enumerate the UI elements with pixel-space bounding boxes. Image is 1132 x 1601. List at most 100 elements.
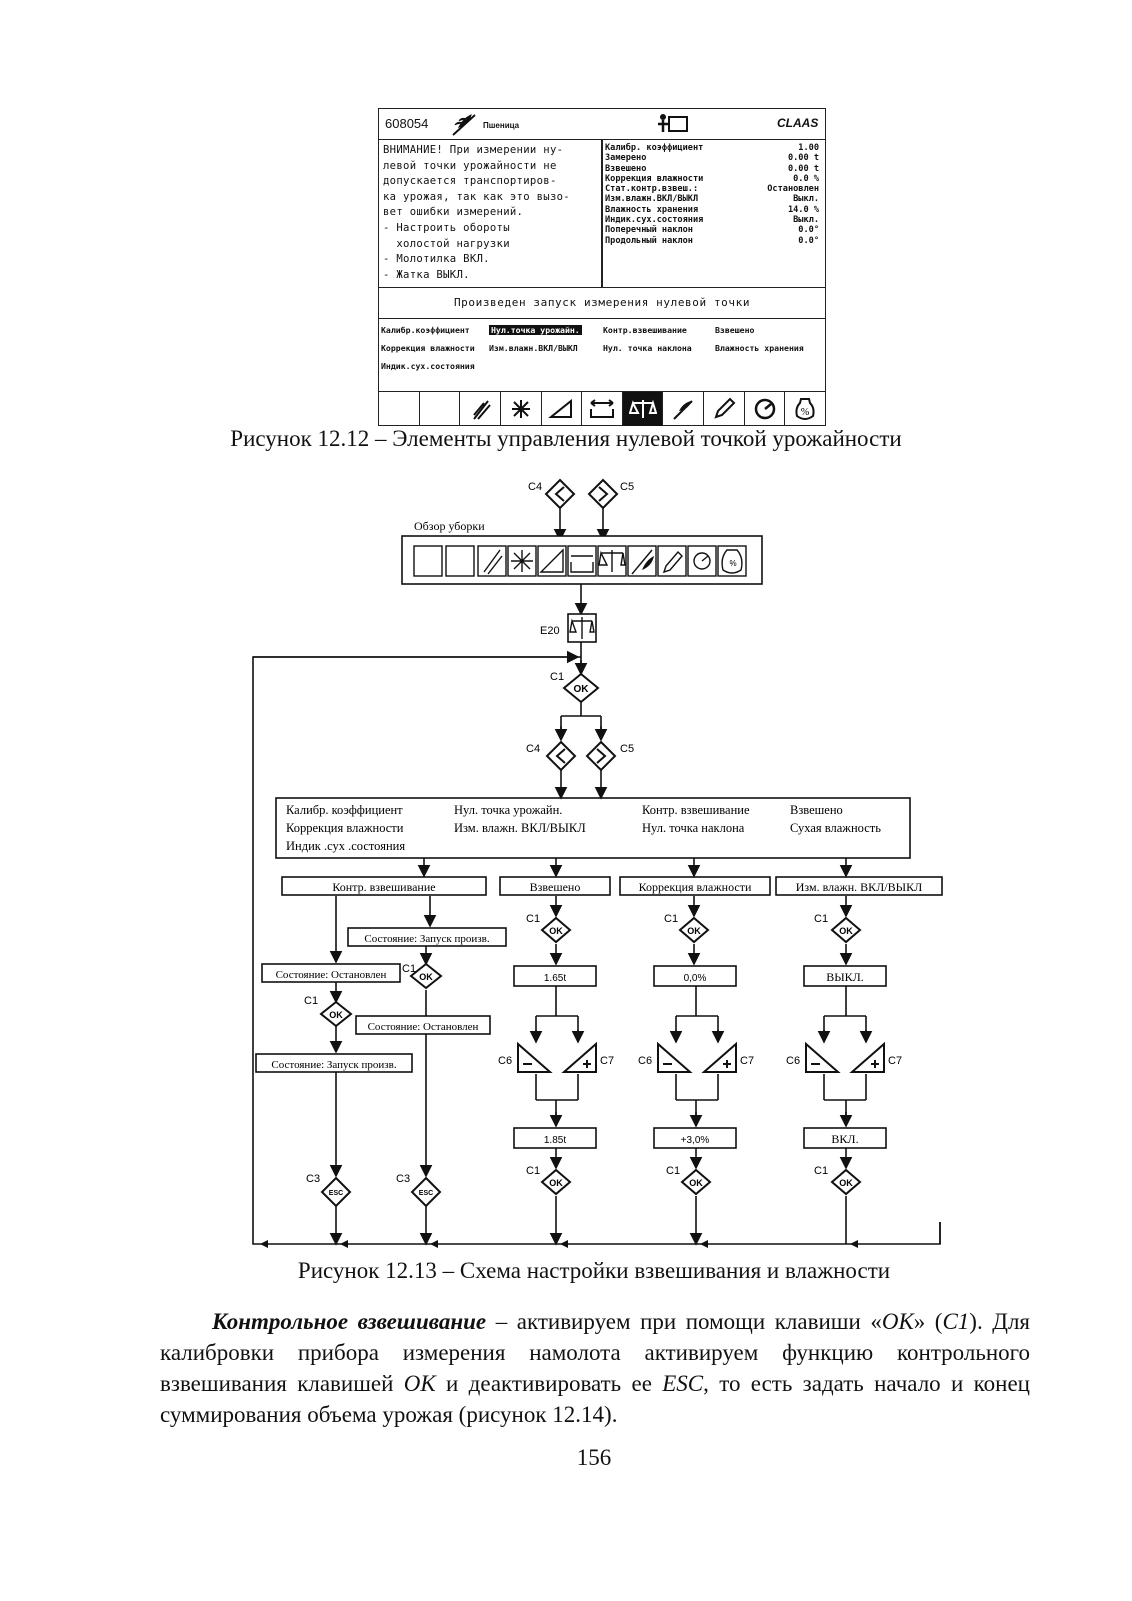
esc-label: ESC	[329, 1190, 343, 1197]
parameter-label: Индик.сух.состояния	[605, 215, 704, 226]
c7-label: C7	[888, 1055, 902, 1067]
c1-label: C1	[666, 1165, 680, 1177]
ok-key-icon[interactable]: OK	[540, 1168, 572, 1196]
percent-icon[interactable]: %	[785, 392, 825, 426]
menu-item-control-weighing[interactable]: Контр.взвешивание	[603, 325, 687, 335]
moisture-correction-before: 0,0%	[684, 973, 707, 984]
menu-item-label: Коррекция влажности	[286, 821, 404, 835]
menu-item-calib[interactable]: Калибр.коэффициент	[381, 325, 470, 335]
c6-label: C6	[498, 1055, 512, 1067]
esc-key-icon[interactable]: ESC	[410, 1176, 442, 1208]
branch-weighed: Взвешено	[530, 880, 581, 894]
figure-12-13-caption: Рисунок 12.13 – Схема настройки взвешива…	[297, 1258, 891, 1283]
gauge-icon[interactable]	[745, 392, 786, 426]
ok-key-icon[interactable]: OK	[830, 1168, 862, 1196]
menu-item-label: Нул. точка наклона	[642, 821, 745, 835]
plus-key-icon[interactable]	[703, 1043, 737, 1073]
terminal-screen: 608054 Пшеница CLAAS ВНИМАНИЕ! При измер…	[378, 108, 826, 426]
warning-line: - Жатка ВЫКЛ.	[383, 268, 470, 281]
warning-line: ВНИМАНИЕ! При измерении ну-	[383, 144, 564, 156]
menu-item-label: Индик .сух .состояния	[286, 839, 405, 853]
star-icon[interactable]	[501, 392, 542, 426]
warning-line: ка урожая, так как это вызо-	[383, 190, 570, 203]
state-start-label: Состояние: Запуск произв.	[364, 933, 489, 945]
pencil-icon[interactable]	[704, 392, 745, 426]
claas-logo: CLAAS	[777, 116, 819, 130]
left-key-icon[interactable]	[545, 479, 575, 509]
scale-icon[interactable]	[622, 392, 664, 426]
ok-key-icon[interactable]: OK	[319, 1000, 353, 1028]
empty-slot[interactable]	[420, 392, 461, 426]
right-key-icon[interactable]	[586, 741, 616, 771]
minus-key-icon[interactable]	[805, 1043, 839, 1073]
state-stopped-label: Состояние: Остановлен	[368, 1021, 479, 1033]
plus-key-icon[interactable]	[563, 1043, 597, 1073]
menu-item-label: Нул. точка урожайн.	[454, 803, 562, 817]
menu-item-dry-state[interactable]: Индик.сух.состояния	[381, 361, 475, 371]
ok-label: OK	[574, 684, 590, 695]
minus-key-icon[interactable]	[517, 1043, 551, 1073]
c1-label: C1	[304, 995, 318, 1007]
c7-label: C7	[740, 1055, 754, 1067]
parameter-row: Стат.контр.взвеш.:Остановлен	[605, 184, 819, 194]
plus-key-icon[interactable]	[851, 1043, 885, 1073]
parameter-row: Индик.сух.состояния Выкл.	[605, 215, 819, 225]
menu-item-moisture-onoff[interactable]: Изм.влажн.ВКЛ/ВЫКЛ	[489, 343, 578, 353]
empty-slot[interactable]	[379, 392, 420, 426]
parameter-value: Выкл.	[793, 215, 819, 226]
warning-line: - Настроить обороты	[383, 221, 510, 234]
width-icon[interactable]	[582, 392, 623, 426]
ok-key-icon[interactable]: OK	[680, 1168, 712, 1196]
c1-label: C1	[526, 1165, 540, 1177]
menu-item-label: Изм. влажн. ВКЛ/ВЫКЛ	[454, 821, 586, 835]
menu-item-moisture-corr[interactable]: Коррекция влажности	[381, 343, 475, 353]
term-control-weighing: Контрольное взвешивание	[212, 1309, 487, 1334]
warning-line: левой точки урожайности не	[383, 159, 557, 172]
c6-label: C6	[638, 1055, 652, 1067]
parameter-label: Влажность хранения	[605, 204, 699, 215]
ok-key-icon[interactable]: OK	[562, 672, 600, 704]
menu-item-zero-yield[interactable]: Нул.точка урожайн.	[489, 325, 582, 335]
ok-key-icon[interactable]: OK	[678, 916, 710, 944]
c3-label: C3	[306, 1173, 320, 1185]
warning-line: холостой нагрузки	[383, 237, 510, 250]
ok-label: OK	[839, 926, 853, 936]
right-key-icon[interactable]	[588, 479, 618, 509]
dust-icon[interactable]	[460, 392, 501, 426]
wheat-icon[interactable]	[663, 392, 705, 426]
warning-line: вет ошибки измерений.	[383, 206, 524, 219]
parameter-label: Стат.контр.взвеш.:	[605, 184, 699, 195]
ok-key-icon[interactable]: OK	[409, 962, 443, 990]
body-text: и деактивировать ее	[435, 1371, 663, 1396]
c1-label: C1	[664, 913, 678, 925]
minus-key-icon[interactable]	[657, 1043, 691, 1073]
c7-label: C7	[600, 1055, 614, 1067]
screen-menu[interactable]: Калибр.коэффициент Нул.точка урожайн. Ко…	[381, 321, 823, 375]
c4-label: C4	[526, 743, 540, 755]
esc-key-icon[interactable]: ESC	[320, 1176, 352, 1208]
slope-icon[interactable]	[542, 392, 583, 426]
moisture-onoff-after: ВКЛ.	[831, 1132, 858, 1146]
menu-item-zero-slope[interactable]: Нул. точка наклона	[603, 343, 692, 353]
flowchart-menu: Калибр. коэффициент Нул. точка урожайн. …	[286, 803, 881, 853]
ok-key-icon[interactable]: OK	[540, 916, 572, 944]
menu-item-weighed[interactable]: Взвешено	[715, 325, 755, 335]
left-key-icon[interactable]	[546, 741, 576, 771]
state-stopped-label: Состояние: Остановлен	[276, 969, 387, 981]
menu-item-label: Калибр. коэффициент	[286, 803, 403, 817]
c1-label: C1	[526, 913, 540, 925]
figure-12-12-caption: Рисунок 12.12 – Элементы управления нуле…	[230, 426, 902, 451]
parameter-value: 0.0°	[798, 235, 819, 246]
machine-code: 608054	[385, 116, 429, 131]
c5-label: C5	[620, 481, 634, 493]
ok-label: OK	[329, 1010, 343, 1020]
ok-key-icon[interactable]: OK	[830, 916, 862, 944]
page-number: 156	[576, 1445, 612, 1470]
warning-text: ВНИМАНИЕ! При измерении ну- левой точки …	[383, 143, 597, 283]
body-paragraph: Контрольное взвешивание – активируем при…	[160, 1306, 1030, 1430]
menu-item-storage-moisture[interactable]: Влажность хранения	[715, 343, 804, 353]
